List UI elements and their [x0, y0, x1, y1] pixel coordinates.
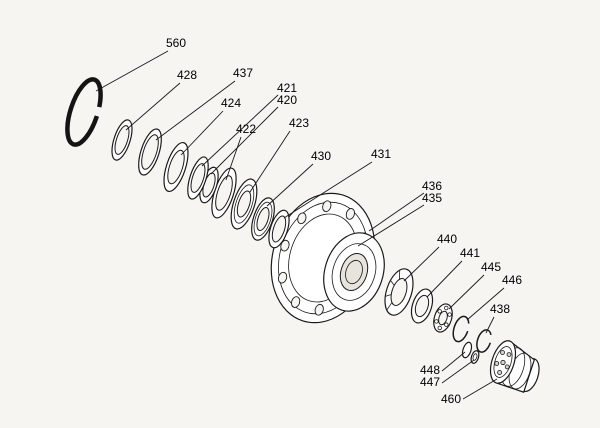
leader-line-448 — [441, 351, 466, 372]
part-label-421: 421 — [277, 81, 297, 95]
part-421-ring — [187, 156, 209, 200]
part-label-438: 438 — [490, 302, 510, 316]
label-435: 435 — [357, 191, 442, 247]
label-423: 423 — [249, 116, 309, 193]
leader-line-447 — [441, 359, 475, 384]
part-label-445: 445 — [481, 260, 501, 274]
leader-line-560 — [95, 50, 169, 92]
part-440-bearing — [384, 268, 414, 316]
part-label-448: 448 — [420, 363, 440, 377]
label-446: 446 — [466, 273, 522, 321]
part-431-ring — [268, 209, 290, 249]
part-label-436: 436 — [422, 179, 442, 193]
leader-line-423 — [249, 130, 291, 193]
label-422: 422 — [225, 122, 256, 181]
leader-line-460 — [462, 378, 498, 400]
leader-line-440 — [403, 246, 440, 282]
part-424-ring — [163, 141, 189, 193]
label-438: 438 — [485, 302, 510, 334]
leader-line-436 — [368, 192, 425, 232]
part-label-424: 424 — [221, 96, 241, 110]
part-438-snap-ring — [476, 329, 492, 353]
label-437: 437 — [155, 66, 253, 141]
label-440: 440 — [403, 232, 457, 282]
part-441-ring — [410, 288, 434, 324]
label-420: 420 — [210, 93, 297, 175]
part-445-bearing — [433, 303, 453, 333]
part-437-ring — [138, 128, 162, 176]
leader-line-421 — [201, 94, 279, 167]
leader-line-441 — [426, 260, 463, 298]
label-436: 436 — [368, 179, 442, 232]
part-label-460: 460 — [441, 392, 461, 406]
label-460: 460 — [441, 378, 498, 406]
leader-line-438 — [485, 316, 495, 334]
part-label-430: 430 — [311, 149, 331, 163]
leader-line-435 — [357, 204, 425, 247]
part-label-420: 420 — [277, 93, 297, 107]
leader-line-430 — [266, 163, 314, 207]
part-label-441: 441 — [460, 246, 480, 260]
leader-line-446 — [466, 287, 505, 321]
part-422-ring — [211, 167, 237, 219]
part-label-423: 423 — [289, 116, 309, 130]
part-label-437: 437 — [233, 66, 253, 80]
leader-line-445 — [448, 274, 485, 310]
part-430-seal — [251, 197, 275, 241]
label-421: 421 — [201, 81, 297, 167]
label-424: 424 — [180, 96, 241, 156]
part-460-cap — [489, 340, 540, 393]
leader-line-424 — [180, 110, 224, 156]
part-label-446: 446 — [502, 273, 522, 287]
part-label-435: 435 — [422, 191, 442, 205]
label-430: 430 — [266, 149, 331, 207]
label-431: 431 — [283, 147, 391, 219]
part-label-431: 431 — [371, 147, 391, 161]
part-label-440: 440 — [437, 232, 457, 246]
label-560: 560 — [95, 36, 186, 92]
label-445: 445 — [448, 260, 501, 310]
label-448: 448 — [420, 351, 466, 377]
part-label-422: 422 — [236, 122, 256, 136]
label-428: 428 — [125, 68, 197, 131]
part-label-428: 428 — [177, 68, 197, 82]
part-560-retaining-ring — [65, 77, 103, 147]
part-428-ring — [111, 119, 133, 161]
leader-line-420 — [210, 106, 279, 175]
label-447: 447 — [420, 359, 475, 389]
part-435-436-hub — [270, 192, 385, 324]
leader-line-431 — [283, 161, 373, 219]
leader-line-422 — [225, 136, 242, 181]
label-441: 441 — [426, 246, 480, 298]
part-label-560: 560 — [166, 36, 186, 50]
part-448-washer — [461, 341, 473, 359]
leader-line-437 — [155, 80, 236, 141]
part-label-447: 447 — [420, 375, 440, 389]
leader-line-428 — [125, 82, 181, 131]
